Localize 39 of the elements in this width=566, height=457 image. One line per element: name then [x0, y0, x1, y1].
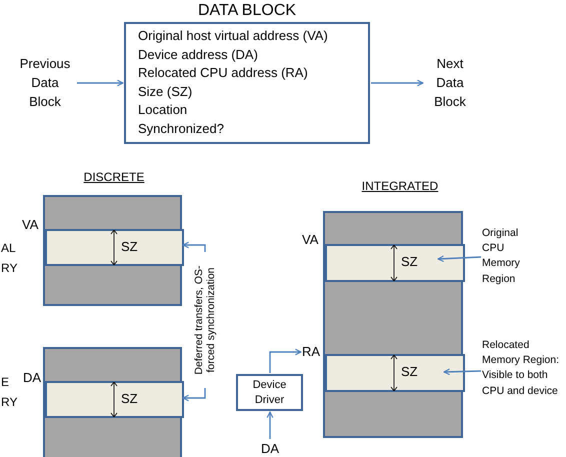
- section-heading: DISCRETE: [82, 170, 146, 184]
- node-text: Previous Data Block: [14, 55, 76, 113]
- address-label: RA: [302, 343, 322, 360]
- size-label: SZ: [401, 254, 418, 269]
- field-text: Relocated CPU address (RA): [138, 64, 308, 82]
- arrow: [443, 368, 482, 376]
- arrow: [77, 80, 124, 86]
- memory-region-band: [45, 229, 184, 266]
- node-text: Next Data Block: [424, 55, 476, 113]
- field-text: Size (SZ): [138, 82, 192, 101]
- size-label: SZ: [401, 364, 418, 379]
- address-label: VA: [22, 217, 38, 232]
- field-text: Device address (DA): [138, 46, 258, 64]
- arrow: [269, 348, 302, 373]
- size-label: SZ: [121, 238, 138, 254]
- size-label: SZ: [121, 390, 138, 406]
- section-heading: INTEGRATED: [360, 179, 440, 193]
- memory-column: [43, 347, 182, 457]
- memory-region-band: [325, 244, 465, 282]
- field-text: Location: [138, 101, 188, 119]
- address-label: DA: [23, 370, 42, 385]
- block-title: DATA BLOCK: [196, 2, 298, 20]
- arrow: [437, 255, 482, 262]
- memory-column: [323, 211, 463, 438]
- callout-text: Relocated Memory Region: Visible to both CPU and device: [482, 338, 560, 408]
- cut-off-text: AL RY: [1, 240, 18, 277]
- field-text: Synchronized?: [138, 120, 224, 138]
- arrow: [371, 80, 424, 86]
- memory-column: [43, 195, 182, 306]
- memory-region-band: [45, 381, 184, 418]
- address-label: VA: [302, 232, 318, 247]
- memory-region-band: [325, 354, 465, 392]
- callout-text: Original CPU Memory Region: [482, 226, 530, 286]
- arrow: [266, 411, 274, 439]
- process-box: Device Driver: [236, 374, 303, 411]
- address-label: DA: [258, 440, 282, 457]
- edge-label: Deferred transfers, OS-forced synchronization: [193, 252, 217, 388]
- cut-off-text: E RY: [1, 374, 18, 411]
- field-text: Original host virtual address (VA): [138, 27, 328, 45]
